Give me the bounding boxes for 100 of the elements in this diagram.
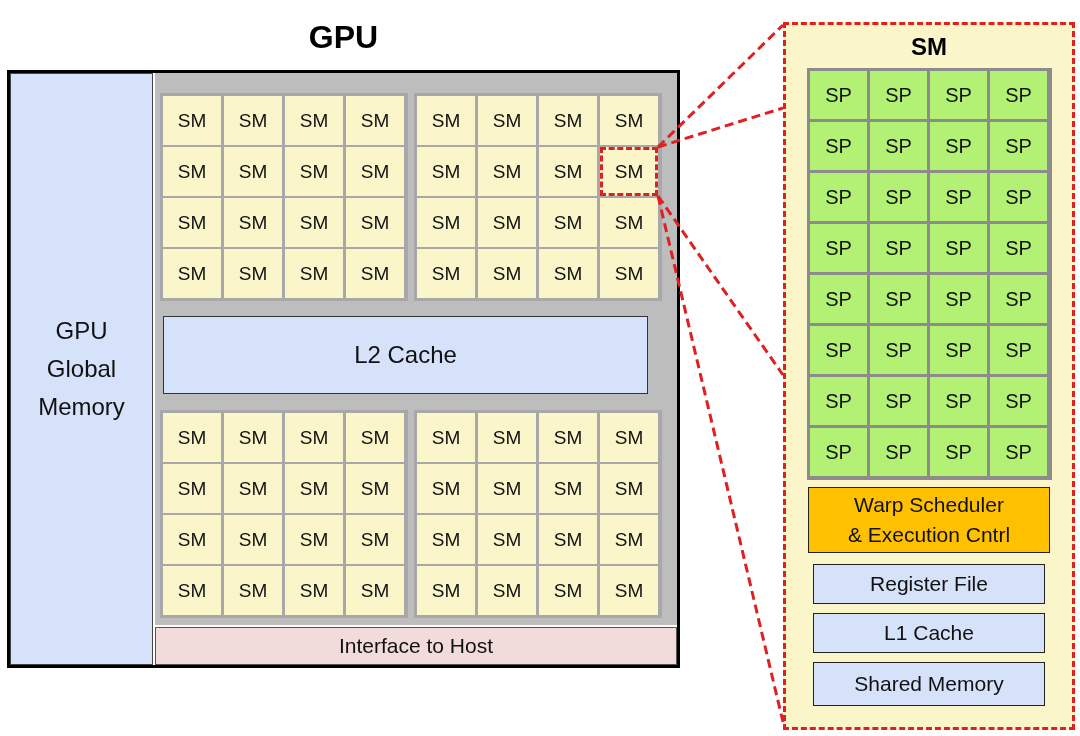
sp-core-cell: SP	[810, 275, 867, 323]
memory-block: Shared Memory	[813, 662, 1045, 706]
sm-cluster-panel	[160, 410, 408, 618]
sm-block: SM	[478, 413, 536, 462]
zoom-line	[656, 195, 785, 723]
sm-block: SM	[478, 198, 536, 247]
sm-block: SM	[600, 96, 658, 145]
sm-block: SM	[224, 147, 282, 196]
sm-block: SM	[163, 515, 221, 564]
sm-block: SM	[600, 464, 658, 513]
sp-core-cell: SP	[870, 224, 927, 272]
sm-block: SM	[346, 96, 404, 145]
sm-block: SM	[163, 96, 221, 145]
sm-block: SM	[285, 464, 343, 513]
sp-core-cell: SP	[810, 71, 867, 119]
sp-core-cell: SP	[990, 224, 1047, 272]
sm-block: SM	[285, 413, 343, 462]
sm-block: SM	[224, 96, 282, 145]
sp-core-cell: SP	[930, 173, 987, 221]
sp-core-cell: SP	[810, 428, 867, 476]
sm-block: SM	[163, 464, 221, 513]
global-memory-block: GPU Global Memory	[10, 73, 153, 665]
panel-title: SM	[910, 33, 948, 61]
sm-cluster-panel	[160, 93, 408, 301]
sm-block: SM	[224, 413, 282, 462]
sp-core-cell: SP	[870, 428, 927, 476]
sm-block: SM	[478, 515, 536, 564]
sp-core-cell: SP	[990, 122, 1047, 170]
sp-core-cell: SP	[810, 122, 867, 170]
sm-block: SM	[285, 147, 343, 196]
sp-core-cell: SP	[810, 326, 867, 374]
sm-block: SM	[600, 249, 658, 298]
sm-block: SM	[417, 515, 475, 564]
zoom-line	[657, 106, 784, 149]
sp-core-cell: SP	[810, 224, 867, 272]
sp-grid-panel	[807, 68, 1052, 480]
sm-block: SM	[224, 249, 282, 298]
sp-core-cell: SP	[990, 326, 1047, 374]
sp-core-cell: SP	[930, 122, 987, 170]
sp-core-cell: SP	[990, 173, 1047, 221]
sp-core-cell: SP	[870, 173, 927, 221]
sp-core-cell: SP	[990, 428, 1047, 476]
sm-cluster-panel	[414, 410, 662, 618]
sm-block: SM	[417, 464, 475, 513]
sm-block: SM	[600, 413, 658, 462]
sm-block: SM	[539, 566, 597, 615]
sp-core-cell: SP	[870, 122, 927, 170]
sm-block: SM	[478, 147, 536, 196]
sp-core-cell: SP	[930, 275, 987, 323]
sm-block: SM	[346, 464, 404, 513]
memory-block: Register File	[813, 564, 1045, 604]
sm-detail-panel	[783, 22, 1075, 730]
sm-block: SM	[539, 198, 597, 247]
sm-block: SM	[285, 515, 343, 564]
sm-block: SM	[417, 147, 475, 196]
sm-block: SM	[163, 413, 221, 462]
scheduler-block: Warp Scheduler & Execution Cntrl	[808, 487, 1050, 553]
sm-block: SM	[163, 198, 221, 247]
sm-block: SM	[346, 566, 404, 615]
sm-block: SM	[478, 464, 536, 513]
sp-core-cell: SP	[870, 275, 927, 323]
sm-block: SM	[478, 249, 536, 298]
sm-block: SM	[224, 198, 282, 247]
interface-bar: Interface to Host	[155, 627, 677, 665]
chip-die-area	[155, 73, 677, 625]
sm-block: SM	[346, 413, 404, 462]
sp-core-cell: SP	[930, 71, 987, 119]
sm-block: SM	[346, 198, 404, 247]
sp-core-cell: SP	[870, 71, 927, 119]
sm-block: SM	[539, 515, 597, 564]
sm-block: SM	[346, 249, 404, 298]
sm-block: SM	[417, 198, 475, 247]
sm-cluster-panel	[414, 93, 662, 301]
sm-block: SM	[285, 566, 343, 615]
sp-core-cell: SP	[810, 173, 867, 221]
sm-block: SM	[539, 464, 597, 513]
sm-block: SM	[600, 147, 658, 196]
sm-block: SM	[539, 249, 597, 298]
sm-block: SM	[600, 566, 658, 615]
cache-block: L2 Cache	[163, 316, 648, 394]
sp-core-cell: SP	[990, 275, 1047, 323]
sp-core-cell: SP	[810, 377, 867, 425]
sm-block: SM	[163, 566, 221, 615]
sm-block: SM	[224, 566, 282, 615]
sm-block: SM	[539, 413, 597, 462]
sp-core-cell: SP	[930, 224, 987, 272]
sp-core-cell: SP	[870, 326, 927, 374]
sm-block: SM	[417, 566, 475, 615]
sm-block: SM	[285, 198, 343, 247]
sm-block: SM	[346, 515, 404, 564]
sm-block: SM	[163, 147, 221, 196]
sm-block: SM	[478, 566, 536, 615]
zoom-line	[656, 23, 785, 149]
sm-block: SM	[539, 147, 597, 196]
sm-block: SM	[417, 96, 475, 145]
sm-block: SM	[224, 515, 282, 564]
sm-block: SM	[600, 515, 658, 564]
sm-block: SM	[600, 198, 658, 247]
sm-block: SM	[539, 96, 597, 145]
sm-block: SM	[417, 249, 475, 298]
